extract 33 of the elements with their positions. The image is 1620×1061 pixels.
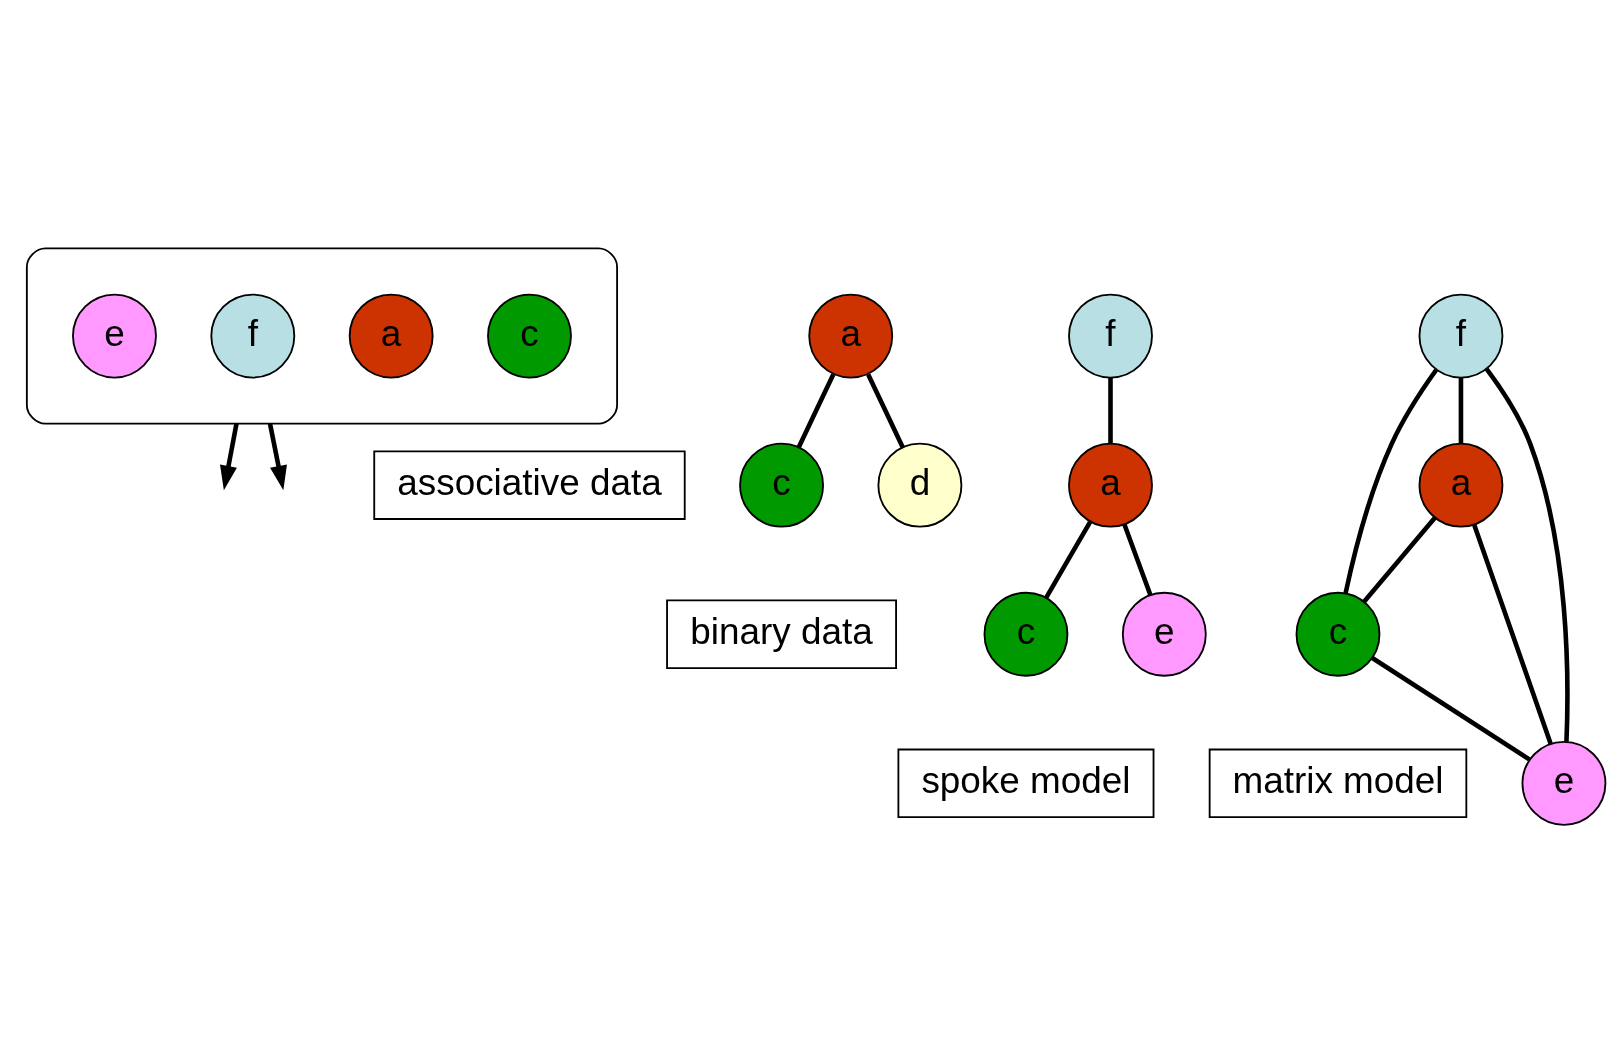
node-circle: c — [739, 442, 824, 528]
cluster — [25, 247, 618, 425]
arrow — [267, 423, 287, 491]
connector — [1472, 523, 1553, 745]
node-circle: a — [1418, 442, 1504, 528]
connector — [1371, 656, 1531, 762]
node-circle: e — [1121, 591, 1207, 677]
node-circle: f — [1068, 293, 1153, 379]
connector — [1044, 520, 1093, 599]
node-box: matrix model — [1208, 748, 1468, 819]
connector — [1122, 523, 1153, 596]
connector — [866, 373, 905, 449]
connector — [1458, 377, 1464, 444]
node-circle: e — [1521, 740, 1607, 826]
node-circle: c — [487, 293, 572, 379]
node-circle: e — [72, 293, 157, 379]
node-box: associative data — [373, 450, 686, 520]
node-circle: a — [808, 293, 894, 379]
connector — [1484, 367, 1570, 742]
node-circle: a — [348, 293, 434, 379]
arrow — [220, 423, 239, 491]
connector — [796, 373, 836, 449]
node-circle: c — [983, 591, 1069, 677]
connector — [1343, 368, 1438, 594]
connector — [1108, 377, 1113, 444]
node-circle: c — [1295, 591, 1381, 677]
node-circle: f — [210, 293, 296, 379]
node-circle: f — [1418, 293, 1504, 379]
node-circle: a — [1068, 442, 1153, 528]
node-box: spoke model — [897, 748, 1155, 819]
node-box: binary data — [666, 599, 897, 669]
connector — [1362, 516, 1437, 604]
node-circle: d — [877, 442, 963, 528]
